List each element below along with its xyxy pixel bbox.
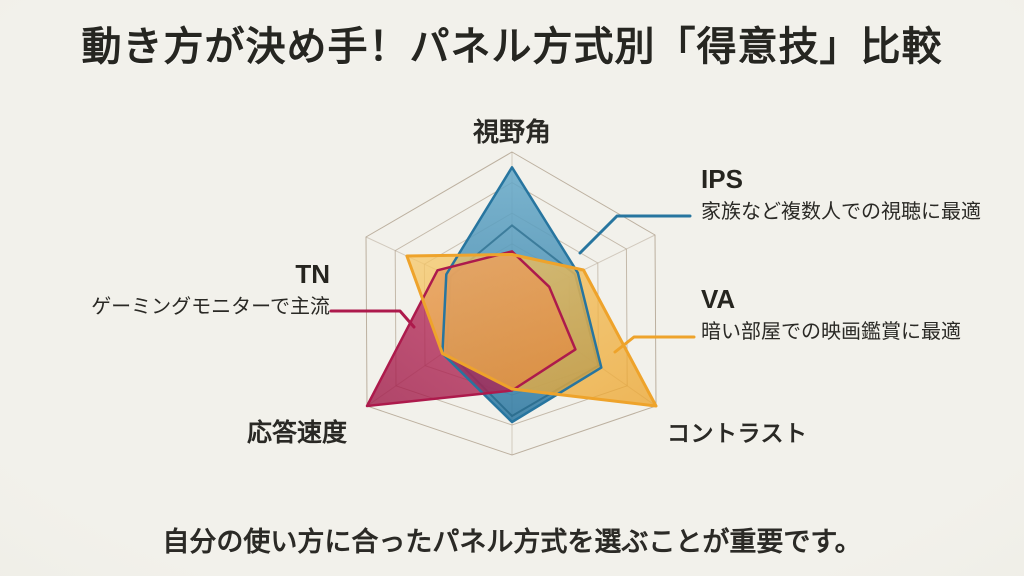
callout-lines: [329, 214, 696, 354]
callout-line-tn: [329, 309, 416, 329]
page-title: 動き方が決め手！パネル方式別「得意技」比較: [81, 25, 943, 69]
radar-series-outlines: [365, 166, 658, 424]
series-outline-ips: [441, 166, 603, 424]
callout-line-va: [613, 335, 696, 354]
va-callout-label: VA 暗い部屋での映画鑑賞に最適: [701, 286, 961, 343]
va-name: VA: [701, 284, 736, 314]
ips-name: IPS: [701, 164, 743, 194]
tn-description: ゲーミングモニターで主流: [91, 296, 330, 318]
radar-series-fills: [367, 167, 656, 422]
series-outline-va: [405, 253, 658, 408]
ips-callout-label: IPS 家族など複数人での視聴に最適: [701, 166, 981, 223]
tn-name: TN: [295, 259, 330, 289]
axis-label-contrast: コントラスト: [667, 420, 808, 446]
axis-label-viewing-angle: 視野角: [472, 117, 552, 147]
callout-line-ips: [578, 214, 692, 255]
axis-label-response-speed: 応答速度: [247, 419, 348, 447]
series-area-va: [406, 254, 656, 406]
ips-description: 家族など複数人での視聴に最適: [701, 201, 981, 223]
va-description: 暗い部屋での映画鑑賞に最適: [701, 321, 961, 343]
tn-callout-label: TN ゲーミングモニターで主流: [91, 261, 330, 318]
caption: 自分の使い方に合ったパネル方式を選ぶことが重要です。: [162, 527, 862, 557]
